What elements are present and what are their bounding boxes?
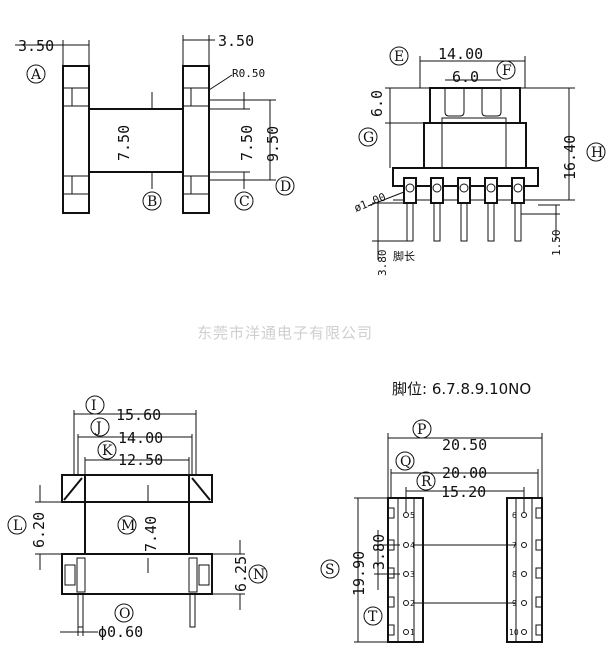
dim-front-w: 14.00: [438, 45, 483, 63]
svg-text:1: 1: [410, 628, 415, 637]
dim-side-r: R0.50: [232, 67, 265, 80]
marker-R: R: [416, 471, 436, 491]
svg-text:N: N: [253, 567, 265, 583]
winding-body: [423, 122, 527, 169]
right-flange: [182, 65, 210, 214]
svg-text:10: 10: [509, 628, 519, 637]
marker-B: B: [142, 191, 162, 211]
company-name: 东莞市洋通电子有限公司: [197, 324, 373, 342]
marker-I: I: [85, 395, 105, 415]
dim-side-b: 3.50: [218, 32, 254, 50]
marker-S: S: [320, 559, 340, 579]
svg-text:J: J: [94, 420, 102, 436]
left-pin-labels: 5 4 3 2 1: [403, 511, 415, 637]
svg-text:D: D: [280, 179, 291, 195]
dim-front-foot: 1.50: [550, 230, 563, 257]
dim-end-w2: 14.00: [118, 429, 163, 447]
marker-D: D: [275, 176, 295, 196]
dim-end-w3: 12.50: [118, 451, 163, 469]
svg-text:3: 3: [410, 570, 415, 579]
pin-length-label: 脚长: [393, 249, 415, 263]
dim-side-a: 3.50: [18, 37, 54, 55]
left-flange: [62, 65, 90, 214]
side-view: 3.50 3.50 R0.50 7.50 7.50 9.50 A B C D: [15, 32, 295, 214]
svg-text:F: F: [502, 63, 512, 79]
svg-text:B: B: [147, 194, 157, 210]
marker-M: M: [117, 515, 137, 535]
dim-bottom-w1: 20.50: [442, 436, 487, 454]
dim-end-pin: ϕ0.60: [98, 623, 143, 641]
svg-text:G: G: [363, 130, 374, 146]
dim-end-h2: 7.40: [142, 516, 160, 552]
pins: [403, 177, 525, 242]
dim-end-h1: 6.20: [30, 512, 48, 548]
svg-text:H: H: [591, 145, 603, 161]
marker-K: K: [97, 440, 117, 460]
marker-O: O: [114, 603, 134, 623]
marker-A: A: [26, 64, 46, 84]
dim-front-h1: 6.0: [368, 90, 386, 117]
pin-info: 脚位: 6.7.8.9.10NO: [392, 380, 531, 398]
dim-bottom-h1: 19.90: [350, 551, 368, 596]
svg-text:O: O: [119, 606, 130, 622]
dim-front-h2: 16.40: [561, 135, 579, 180]
marker-H: H: [586, 142, 606, 162]
marker-N: N: [248, 564, 268, 584]
svg-text:Q: Q: [400, 454, 411, 470]
marker-F: F: [496, 60, 516, 80]
svg-text:8: 8: [512, 570, 517, 579]
dim-bottom-w2: 20.00: [442, 464, 487, 482]
left-pin-strip: [387, 497, 424, 643]
dim-end-h3: 6.25: [232, 556, 250, 592]
marker-L: L: [7, 515, 27, 535]
dim-side-m2: 7.50: [238, 125, 256, 161]
dim-front-w2: 6.0: [452, 68, 479, 86]
svg-text:6: 6: [512, 511, 517, 520]
svg-text:L: L: [13, 518, 22, 534]
svg-text:T: T: [368, 609, 378, 625]
winding-area: [84, 501, 190, 559]
svg-text:C: C: [239, 194, 250, 210]
marker-C: C: [234, 191, 254, 211]
svg-text:E: E: [394, 49, 404, 65]
dim-side-m3: 9.50: [264, 126, 282, 162]
end-view: 15.60 14.00 12.50 6.20 7.40 6.25 ϕ0.60 I…: [7, 395, 268, 641]
svg-text:K: K: [102, 443, 113, 459]
svg-text:R: R: [421, 474, 432, 490]
marker-T: T: [363, 606, 383, 626]
svg-text:2: 2: [410, 599, 415, 608]
svg-text:A: A: [30, 67, 42, 83]
svg-text:P: P: [417, 422, 426, 438]
dim-side-m1: 7.50: [115, 125, 133, 161]
marker-G: G: [358, 127, 378, 147]
bottom-view: 脚位: 6.7.8.9.10NO 5 4 3 2 1 6 7 8 9 10: [320, 380, 543, 643]
marker-E: E: [389, 46, 409, 66]
dim-bottom-w3: 15.20: [441, 483, 486, 501]
marker-P: P: [412, 419, 432, 439]
marker-J: J: [90, 417, 110, 437]
dim-front-pin: 3.80: [376, 250, 389, 277]
svg-text:5: 5: [410, 511, 415, 520]
svg-text:4: 4: [410, 541, 415, 550]
dim-bottom-h2: 3.80: [370, 534, 388, 570]
front-view: 14.00 6.0 6.0 16.40 ø1.00 3.80 脚长 1.50 E…: [352, 45, 606, 277]
svg-text:S: S: [325, 562, 335, 578]
marker-Q: Q: [395, 451, 415, 471]
svg-text:I: I: [91, 398, 97, 414]
dim-end-w1: 15.60: [116, 406, 161, 424]
bottom-flange: [61, 553, 213, 595]
svg-text:M: M: [121, 518, 135, 534]
